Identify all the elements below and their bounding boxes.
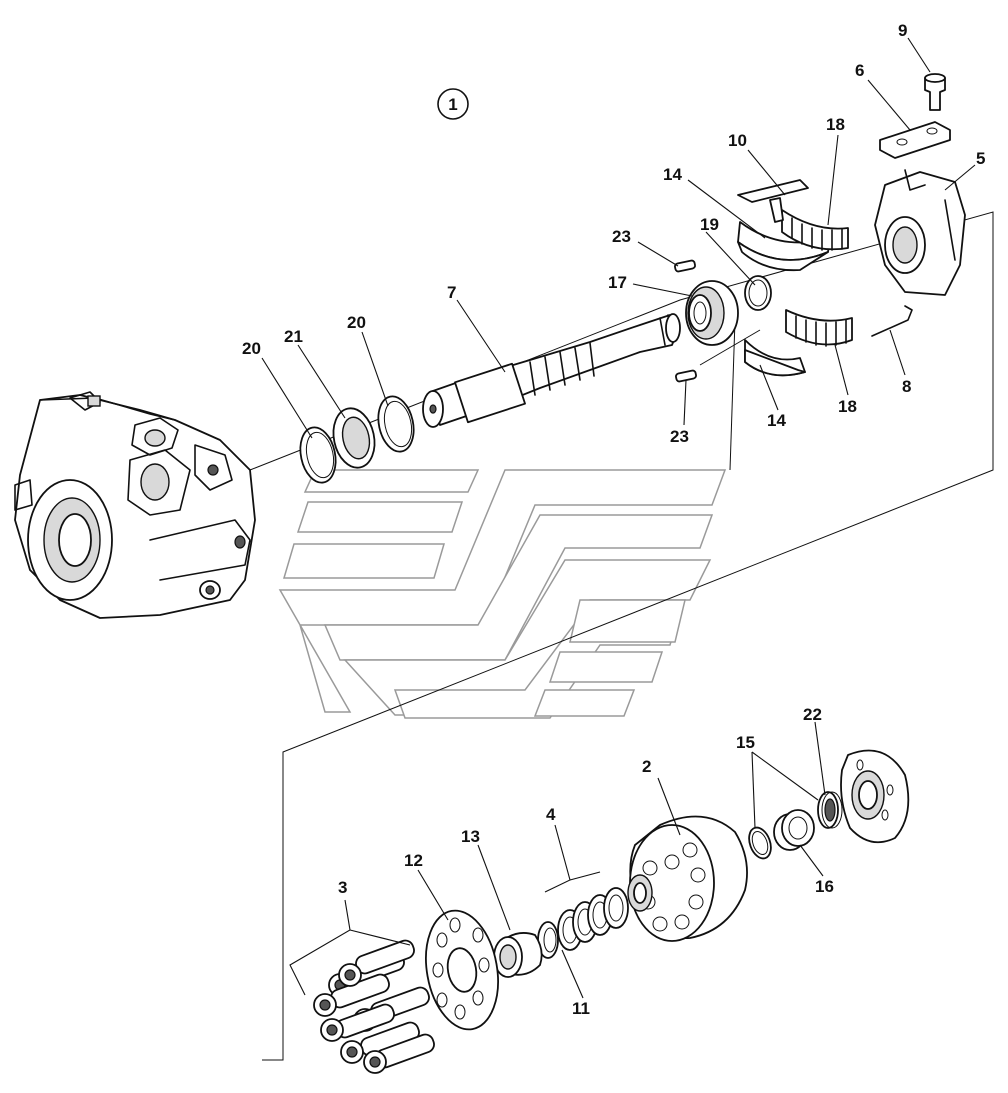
view-marker: 1	[437, 88, 469, 120]
callout-11: 11	[572, 999, 590, 1018]
callout-16: 16	[815, 877, 834, 896]
view-marker-number: 1	[448, 95, 457, 114]
bearing-shell-14-upper	[737, 221, 831, 272]
callout-15: 15	[736, 733, 755, 752]
callout-21: 21	[284, 327, 303, 346]
callout-17: 17	[608, 273, 627, 292]
callout-6: 6	[855, 61, 864, 80]
callout-20-right: 20	[347, 313, 366, 332]
callout-23-upper: 23	[612, 227, 631, 246]
callout-7: 7	[447, 283, 456, 302]
guide-10	[737, 179, 809, 223]
roller-cage-18-lower	[785, 309, 853, 347]
callout-3: 3	[338, 878, 347, 897]
dowel-pin-23-upper	[674, 259, 696, 273]
ball-bearing-17	[685, 280, 739, 346]
spring-set-4	[537, 887, 629, 959]
callout-14-upper: 14	[663, 165, 682, 184]
callout-19: 19	[700, 215, 719, 234]
pistons-3	[313, 939, 435, 1074]
key-8	[871, 305, 913, 337]
callout-18-lower: 18	[838, 397, 857, 416]
dowel-pin-23-lower	[675, 369, 697, 383]
shaft-seal-21	[332, 407, 376, 469]
snap-ring-20-right	[377, 395, 415, 453]
callout-10: 10	[728, 131, 747, 150]
callout-2: 2	[642, 757, 651, 776]
pump-housing	[14, 391, 256, 619]
callout-14-lower: 14	[767, 411, 786, 430]
screw-9	[924, 73, 946, 111]
snap-ring-19	[744, 275, 772, 311]
spring-16	[773, 809, 815, 851]
valve-plate	[840, 749, 910, 844]
callout-20-left: 20	[242, 339, 261, 358]
callout-5: 5	[976, 149, 985, 168]
roller-cage-18-upper	[781, 209, 849, 251]
callout-22: 22	[803, 705, 822, 724]
callout-9: 9	[898, 21, 907, 40]
assembly-outline-lines	[249, 211, 994, 1061]
callout-4: 4	[546, 805, 556, 824]
swash-plate-5	[874, 169, 966, 296]
ball-guide-13	[493, 932, 543, 978]
cylinder-block-2	[627, 815, 748, 942]
plate-6	[879, 121, 951, 159]
callout-13: 13	[461, 827, 480, 846]
callout-labels: 9 6 5 10 18 14 19 23 17 7 20 21 20 8 18 …	[242, 21, 985, 1018]
callout-8: 8	[902, 377, 911, 396]
watermark-logo	[278, 469, 727, 719]
callout-18-upper: 18	[826, 115, 845, 134]
drive-shaft-7	[422, 313, 681, 428]
callout-12: 12	[404, 851, 423, 870]
snap-ring-20-left	[299, 426, 337, 484]
ring-22	[817, 791, 843, 829]
o-ring-15-left	[748, 826, 772, 860]
callout-23-lower: 23	[670, 427, 689, 446]
bearing-shell-14-lower	[744, 339, 806, 377]
leader-lines	[261, 37, 976, 999]
retainer-plate-12	[425, 909, 499, 1031]
